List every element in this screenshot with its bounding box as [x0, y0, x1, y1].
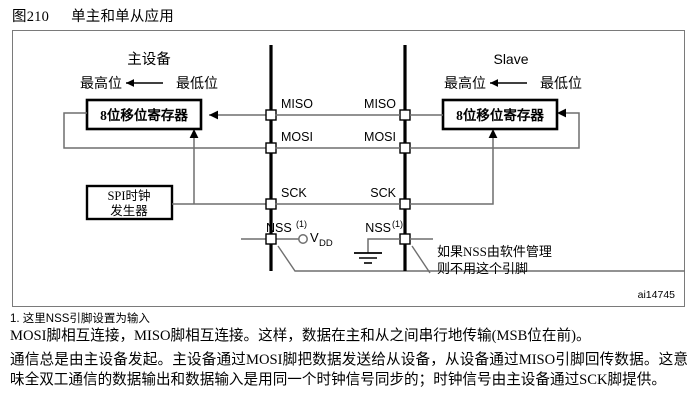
master-vdd-terminal: [298, 234, 308, 244]
slave-msb-label: 最高位: [444, 75, 486, 92]
figure-frame: 主设备 最高位 最低位 8位移位寄存器 SPI时钟 发生器: [12, 30, 685, 307]
body-paragraph-1: MOSI脚相互连接，MISO脚相互连接。这样，数据在主和从之间串行地传输(MSB…: [10, 328, 591, 344]
master-sck-branch-arrowhead: [189, 129, 199, 138]
master-clock-generator-label-line2: 发生器: [110, 203, 148, 218]
master-clock-generator-label-line1: SPI时钟: [107, 188, 150, 203]
slave-nss-label: NSS: [365, 221, 391, 235]
slave-miso-pad: [399, 109, 411, 121]
master-group: 主设备 最高位 最低位 8位移位寄存器 SPI时钟 发生器: [63, 45, 685, 272]
figure-title: 单主和单从应用: [71, 9, 174, 25]
slave-sck-wire: [410, 135, 494, 205]
slave-sck-pad: [399, 198, 411, 210]
figure-number: 图210: [12, 9, 50, 25]
master-mosi-wire: [63, 112, 267, 149]
master-mosi-pad: [265, 142, 277, 154]
slave-mosi-wire: [410, 112, 580, 149]
slave-nss-ground-wire: [367, 238, 400, 253]
slave-shift-register-label: 8位移位寄存器: [456, 107, 544, 123]
slave-mosi-pad: [399, 142, 411, 154]
slave-mosi-arrowhead: [557, 108, 566, 118]
ground-icon: [354, 252, 382, 264]
master-device-label: 主设备: [127, 51, 171, 68]
master-clock-generator-box: [85, 184, 174, 221]
slave-device-label: Slave: [493, 51, 528, 67]
slave-lsb-label: 最低位: [540, 76, 582, 92]
figure-caption: 图210 单主和单从应用: [12, 5, 174, 26]
master-miso-pad: [265, 109, 277, 121]
nss-annotation-line1: 如果NSS由软件管理: [437, 244, 552, 259]
master-vdd-subscript: DD: [319, 238, 333, 249]
body-text: MOSI脚相互连接，MISO脚相互连接。这样，数据在主和从之间串行地传输(MSB…: [10, 326, 688, 392]
slave-miso-label: MISO: [364, 97, 396, 111]
master-lsb-label: 最低位: [176, 76, 218, 92]
master-nss-label: NSS: [266, 221, 292, 235]
slave-group: MISO MOSI SCK NSS (1) Slave 最高位 最低位 8位移位…: [275, 45, 582, 276]
master-sck-pad: [265, 198, 277, 210]
figure-id-code: ai14745: [638, 289, 676, 301]
master-shift-register-box: [85, 98, 203, 131]
master-nss-pad: [265, 233, 277, 245]
slave-nss-pad: [399, 233, 411, 245]
master-msb-label: 最高位: [80, 75, 122, 92]
nss-annotation-line2: 则不用这个引脚: [437, 261, 528, 276]
body-paragraph-2: 通信总是由主设备发起。主设备通过MOSI脚把数据发送给从设备，从设备通过MISO…: [10, 351, 688, 389]
master-sck-label: SCK: [281, 186, 307, 200]
master-nss-note-marker: (1): [296, 219, 307, 229]
slave-nss-note-marker: (1): [392, 219, 403, 229]
figure-footnote: 1. 这里NSS引脚设置为输入: [10, 313, 150, 325]
slave-sck-label: SCK: [370, 186, 396, 200]
master-miso-arrowhead: [209, 110, 218, 120]
slave-mosi-label: MOSI: [364, 130, 396, 144]
master-miso-label: MISO: [281, 97, 313, 111]
slave-sck-arrowhead: [488, 129, 498, 138]
master-mosi-label: MOSI: [281, 130, 313, 144]
slave-nss-leader-line: [411, 245, 431, 274]
master-nss-leader-line: [277, 245, 685, 272]
master-shift-register-label: 8位移位寄存器: [100, 107, 188, 123]
spi-master-slave-diagram: 主设备 最高位 最低位 8位移位寄存器 SPI时钟 发生器: [63, 45, 685, 301]
master-vdd-label: V: [310, 230, 319, 245]
